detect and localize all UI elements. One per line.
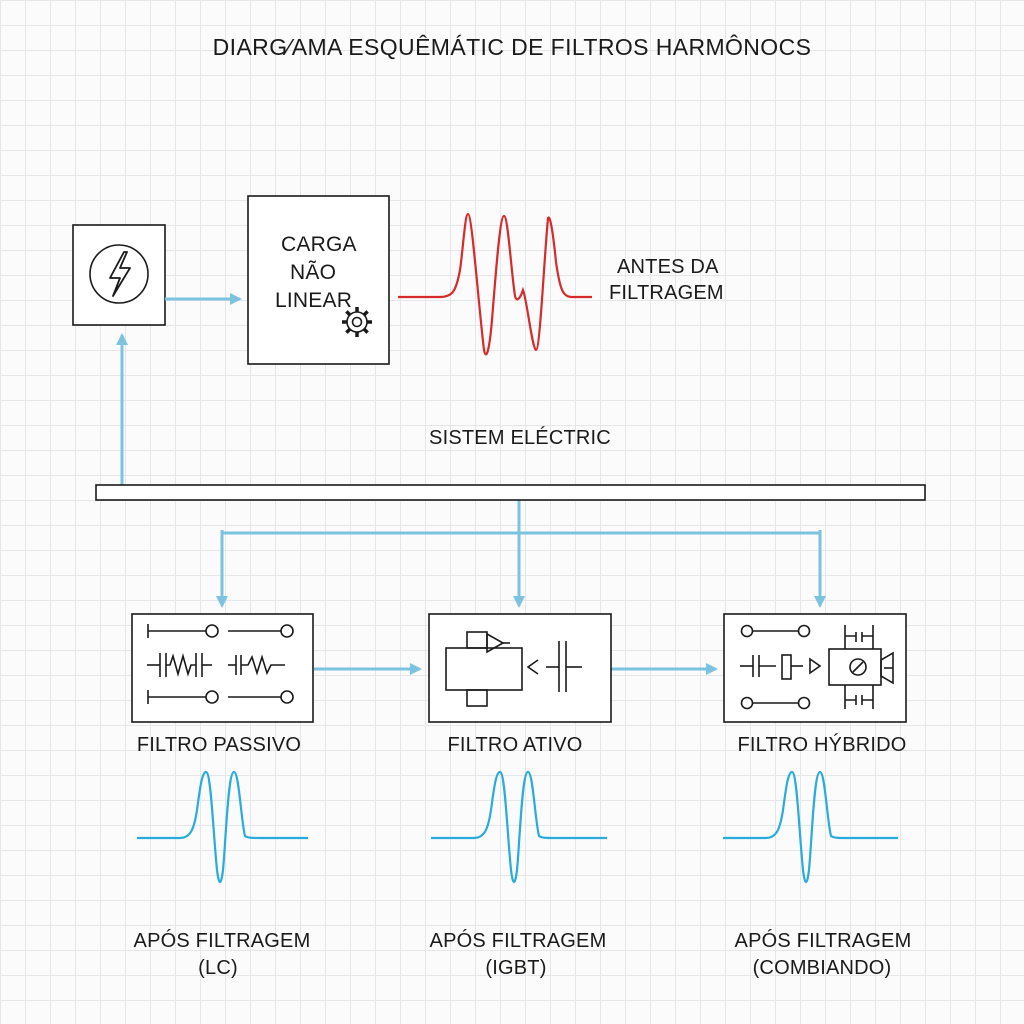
- hybrid-after-label-line1: APÓS FILTRAGEM: [734, 930, 912, 952]
- load-label-line2: NÃO: [290, 261, 337, 284]
- lightning-bolt-icon: [109, 251, 131, 297]
- active-filter-label: FILTRO ATIVO: [447, 734, 583, 756]
- electrical-bus-bar: [95, 484, 926, 501]
- before-label-line2: FILTRAGEM: [609, 282, 724, 304]
- hybrid-filter-box: [723, 613, 907, 723]
- after-waves: [137, 770, 898, 884]
- passive-filter-box: [131, 613, 314, 723]
- diagram-title: DIARG⁄AMA ESQUÊMÁTIC DE FILTROS HARMÔNOC…: [212, 34, 812, 60]
- bus-tap-line: [220, 530, 822, 535]
- hybrid-filter-label: FILTRO HÝBRIDO: [737, 734, 907, 756]
- power-source-box: [72, 224, 166, 326]
- clean-wave-passive: [137, 770, 308, 884]
- clean-wave-active: [431, 770, 607, 884]
- active-filter-box: [428, 613, 612, 723]
- hybrid-after-label-line2: (COMBIANDO): [752, 957, 892, 979]
- bus-label: SISTEM ELÉCTRIC: [429, 427, 611, 449]
- load-label-line3: LINEAR: [275, 289, 353, 312]
- passive-after-label-line1: APÓS FILTRAGEM: [133, 930, 311, 952]
- before-label-line1: ANTES DA: [617, 256, 719, 278]
- connections: [116, 293, 826, 675]
- nonlinear-load-box: [247, 195, 390, 365]
- load-label-line1: CARGA: [281, 233, 357, 256]
- active-after-label-line1: APÓS FILTRAGEM: [429, 930, 607, 952]
- clean-wave-hybrid: [723, 770, 898, 884]
- passive-after-label-line2: (LC): [198, 957, 238, 979]
- active-after-label-line2: (IGBT): [485, 957, 547, 979]
- gear-icon: [342, 307, 372, 337]
- distorted-wave-before: [398, 212, 592, 356]
- passive-filter-label: FILTRO PASSIVO: [136, 734, 302, 756]
